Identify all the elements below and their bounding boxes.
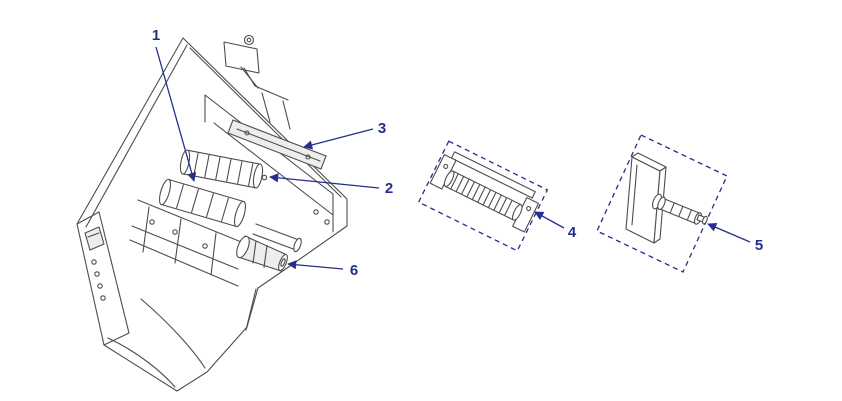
printhead-assembly	[227, 67, 327, 170]
platen-roller-internal	[252, 223, 302, 253]
frame-screw	[149, 219, 155, 225]
printhead-mount-arms	[243, 67, 291, 130]
frame-machinery	[129, 199, 330, 287]
dashed-box-part-5	[596, 134, 728, 273]
printer-edge-lines	[76, 44, 342, 346]
spindle-collar	[657, 196, 666, 211]
cone-end-hub	[280, 258, 286, 267]
roller-cap-right	[512, 204, 523, 221]
callout-2-leader	[269, 173, 380, 189]
callout-4-label: 4	[568, 224, 577, 241]
door-curves	[107, 288, 257, 388]
roller-cap	[293, 237, 302, 253]
spindle-tip-cap	[701, 215, 708, 225]
media-guide-cone	[236, 235, 288, 272]
panel-button	[97, 283, 103, 289]
ribbon-takeup-spindle	[179, 149, 268, 189]
printer-illustration	[76, 34, 348, 392]
cone-base	[236, 235, 250, 259]
bracket-knob-center	[246, 37, 252, 43]
callout-5-leader	[707, 223, 751, 243]
callout-5-label: 5	[755, 237, 763, 254]
callout-4: 4	[534, 211, 577, 241]
callout-6: 6	[287, 260, 358, 279]
callout-1-leader	[155, 46, 197, 182]
bracket-screw-right	[526, 205, 532, 212]
panel-button	[100, 295, 106, 301]
platen-roller	[444, 170, 522, 221]
callout-5: 5	[707, 223, 763, 254]
bracket-screw-left	[443, 163, 449, 169]
frame-lines	[129, 199, 257, 287]
spindle-cap-right	[233, 200, 247, 228]
callout-3-label: 3	[378, 120, 386, 137]
bracket-knob	[243, 34, 255, 46]
hanger-plate-crease	[631, 164, 638, 226]
top-bracket	[223, 34, 260, 89]
roller-cap-left	[443, 170, 455, 188]
callout-2: 2	[269, 173, 393, 197]
assembly-top-bar	[450, 151, 536, 199]
frame-screw	[172, 229, 178, 235]
callout-1: 1	[152, 27, 197, 182]
part-4-exploded-view	[417, 140, 549, 252]
roller-rib-lines	[450, 173, 513, 217]
cone-end	[278, 253, 288, 272]
frame-screw	[324, 219, 330, 225]
panel-button	[94, 271, 100, 277]
bracket-plate	[223, 41, 260, 74]
spindle-hatch-lines	[669, 202, 692, 221]
printhead-screw-right	[305, 154, 311, 160]
callouts: 1 2 3 4 5 6	[152, 27, 763, 279]
callout-6-leader	[287, 260, 344, 270]
printhead-screw-left	[244, 130, 250, 136]
callout-2-label: 2	[385, 180, 393, 197]
spindle-hatch-lines	[193, 152, 254, 186]
spindle-tip	[261, 174, 268, 181]
callout-3: 3	[303, 120, 386, 150]
display-line	[87, 232, 100, 238]
cone-hatch-lines	[252, 240, 268, 269]
control-panel	[84, 226, 106, 301]
spindle-cap-left	[158, 178, 172, 206]
platen-roller-assembly	[429, 151, 540, 233]
roller-lines	[252, 223, 300, 251]
callout-3-leader	[303, 128, 374, 150]
callout-4-leader	[534, 211, 565, 229]
media-door	[107, 288, 257, 388]
frame-screw	[313, 209, 319, 215]
part-5-exploded-view	[596, 134, 728, 273]
frame-screw	[202, 243, 208, 249]
callout-6-label: 6	[350, 262, 358, 279]
callout-1-label: 1	[152, 27, 160, 44]
ribbon-supply-spindle	[158, 178, 247, 228]
media-supply-hanger	[625, 152, 708, 244]
panel-button	[91, 259, 97, 265]
spindle-hatch-lines	[176, 184, 229, 222]
